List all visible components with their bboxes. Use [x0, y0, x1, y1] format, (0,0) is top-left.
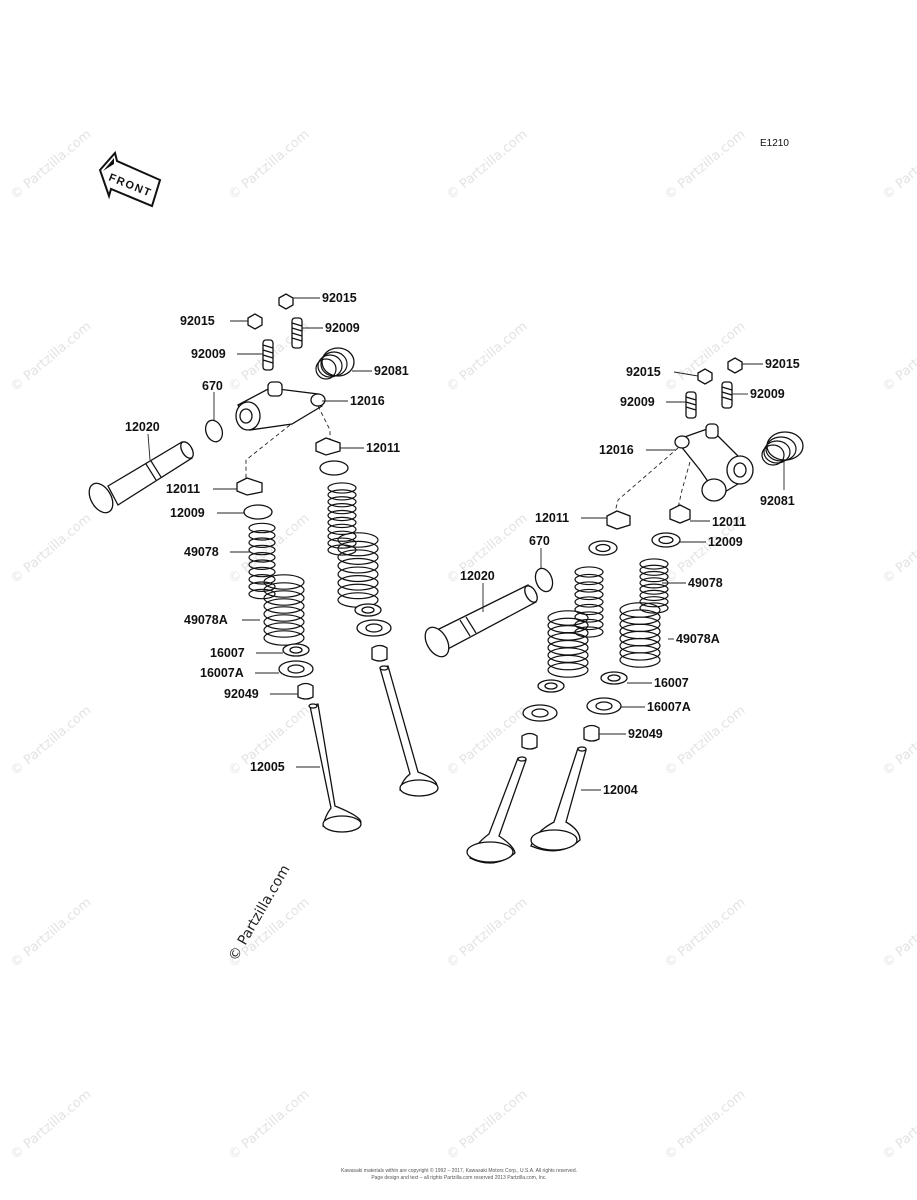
intake-valve-icon [530, 746, 587, 852]
part-label: 670 [529, 534, 550, 548]
part-label: 92081 [374, 364, 409, 378]
part-label: 92009 [750, 387, 785, 401]
watermark-text: © Partzilla.com [444, 895, 530, 971]
part-label: 12009 [708, 535, 743, 549]
watermark-text: © Partzilla.com [880, 511, 917, 587]
collet-icon [315, 437, 341, 456]
watermark-text: © Partzilla.com [444, 127, 530, 203]
adjust-screw-icon [262, 339, 274, 371]
exhaust-valve-icon [379, 665, 439, 797]
watermark-text: © Partzilla.com [880, 895, 917, 971]
part-label: 12011 [712, 515, 746, 529]
left-valve-assembly [88, 293, 439, 833]
part-label: 12004 [603, 783, 638, 797]
part-label: 49078A [676, 632, 720, 646]
watermark-text: © Partzilla.com [8, 895, 94, 971]
watermark-text: © Partzilla.com [880, 703, 917, 779]
watermark-text: © Partzilla.com [8, 703, 94, 779]
watermark-text: © Partzilla.com [8, 1087, 94, 1163]
part-label: 92009 [191, 347, 226, 361]
part-label: 12016 [350, 394, 385, 408]
inner-spring-icon [248, 522, 276, 600]
leader-lines [147, 297, 785, 791]
part-label: 92015 [180, 314, 215, 328]
part-label: 12020 [125, 420, 160, 434]
watermark-text: © Partzilla.com [662, 895, 748, 971]
part-label: 12005 [250, 760, 285, 774]
watermark-layer: © Partzilla.com © Partzilla.com © Partzill… [8, 127, 917, 1163]
front-arrow-icon: FRONT [98, 150, 162, 208]
watermark-text: © Partzilla.com [880, 319, 917, 395]
part-label: 16007A [200, 666, 244, 680]
diagram-code: E1210 [760, 138, 789, 149]
part-label: 92049 [224, 687, 259, 701]
intake-valve-icon [466, 756, 527, 864]
part-label: 16007A [647, 700, 691, 714]
adjust-screw-icon [291, 317, 303, 349]
right-valve-assembly [424, 357, 804, 864]
watermark-text: © Partzilla.com [8, 511, 94, 587]
watermark-text: © Partzilla.com [880, 127, 917, 203]
part-label: 16007 [210, 646, 245, 660]
outer-spring-icon [337, 532, 379, 608]
exhaust-valve-icon [308, 703, 362, 833]
footer-line: Kawasaki materials within are copyright … [341, 1167, 577, 1174]
stem-seal-icon [297, 682, 314, 700]
part-label: 49078 [688, 576, 723, 590]
nut-icon [278, 293, 294, 310]
part-label: 49078 [184, 545, 219, 559]
part-label: 92009 [325, 321, 360, 335]
watermark-text: © Partzilla.com [8, 319, 94, 395]
watermark-text: © Partzilla.com [226, 1087, 312, 1163]
part-label: 12011 [535, 511, 569, 525]
watermark-text: © Partzilla.com [444, 319, 530, 395]
rocker-shaft-icon [88, 441, 194, 514]
outer-spring-icon [263, 574, 305, 646]
part-labels: 92015 92015 92009 92009 92081 670 12016 … [125, 291, 800, 797]
watermark-text: © Partzilla.com [662, 1087, 748, 1163]
part-label: 12009 [170, 506, 205, 520]
watermark-text: © Partzilla.com [880, 1087, 917, 1163]
part-label: 92015 [626, 365, 661, 379]
part-label: 12020 [460, 569, 495, 583]
footer-line: Page design and text – all rights Partzi… [371, 1175, 546, 1181]
spring-retainer-icon [243, 504, 273, 520]
part-label: 92081 [760, 494, 795, 508]
part-label: 12016 [599, 443, 634, 457]
rocker-spring-icon [315, 347, 355, 380]
part-label: 16007 [654, 676, 689, 690]
watermark-text: © Partzilla.com [226, 127, 312, 203]
part-label: 92009 [620, 395, 655, 409]
watermark-text: © Partzilla.com [8, 127, 94, 203]
rocker-arm-icon [235, 381, 326, 431]
o-ring-icon [204, 419, 224, 443]
nut-icon [247, 313, 263, 330]
watermark-text: © Partzilla.com [444, 1087, 530, 1163]
part-label: 12011 [366, 441, 400, 455]
part-label: 92049 [628, 727, 663, 741]
part-label: 92015 [322, 291, 357, 305]
part-label: 49078A [184, 613, 228, 627]
spring-retainer-icon [319, 460, 349, 476]
watermark-text: © Partzilla.com [662, 127, 748, 203]
watermark-text: © Partzilla.com [662, 703, 748, 779]
part-label: 92015 [765, 357, 800, 371]
part-label: 12011 [166, 482, 200, 496]
inner-spring-icon [327, 482, 357, 556]
collet-icon [236, 477, 263, 496]
part-label: 670 [202, 379, 223, 393]
